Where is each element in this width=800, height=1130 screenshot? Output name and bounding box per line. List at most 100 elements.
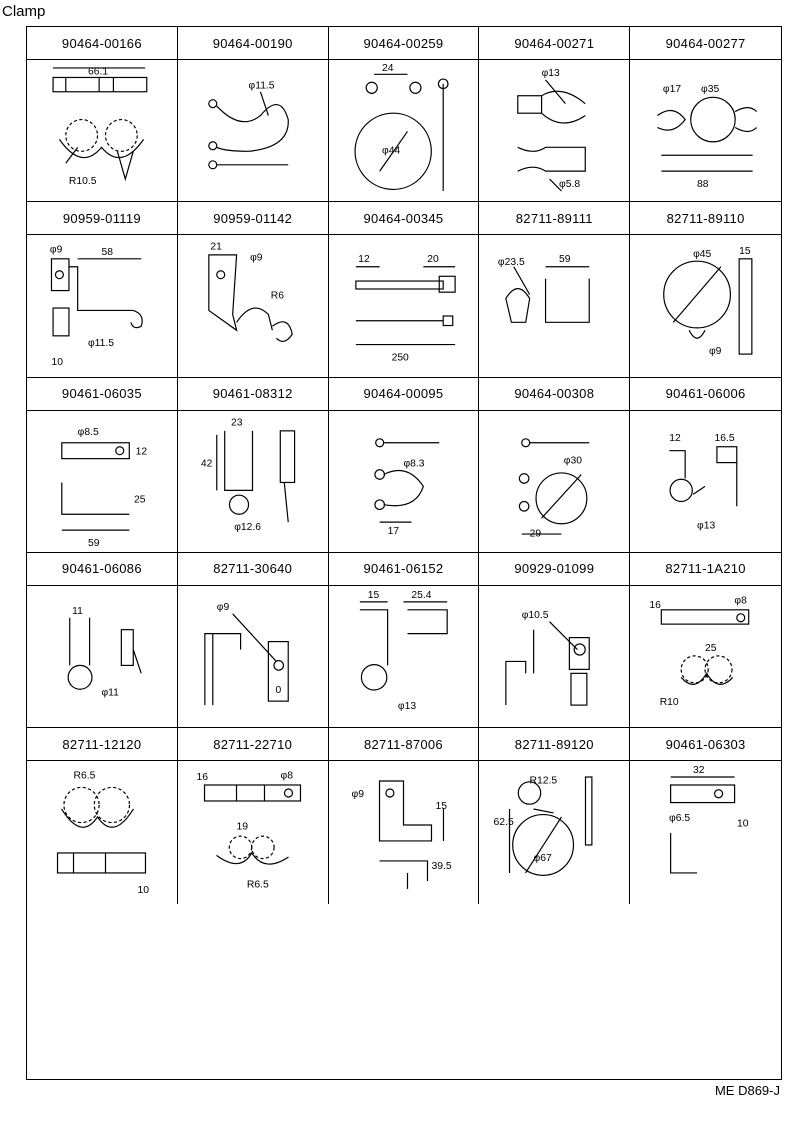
dim-label: R10 [660,697,679,708]
dim-label: φ8.3 [403,458,424,469]
part-number: 82711-22710 [177,728,328,762]
part-cell: 90464-00095 φ8.3 17 [328,377,480,553]
part-drawing: 23 42 φ12.6 [178,411,328,552]
dim-label: 15 [367,590,379,601]
dim-label: 25 [134,494,146,505]
dim-label: φ6.5 [669,813,690,824]
dim-label: φ67 [534,853,552,864]
dim-label: 10 [51,358,63,369]
part-drawing: φ9 58 φ11.5 10 [27,235,177,376]
part-drawing: 21 φ9 R6 [178,235,328,376]
part-number: 90461-06303 [630,728,781,762]
dim-label: 12 [358,254,370,265]
dim-label: 250 [391,353,408,364]
dim-label: φ11.5 [248,81,274,92]
dim-label: 39.5 [431,861,451,872]
dim-label: 58 [102,247,114,258]
part-number: 90464-00277 [630,27,781,60]
part-cell: 90461-06035 φ8.5 12 25 59 [27,377,178,553]
part-cell: 90461-06152 15 25.4 φ13 [328,552,480,729]
dim-label: φ45 [693,250,711,261]
part-number: 90464-00345 [328,202,479,236]
dim-label: 59 [559,254,571,265]
part-number: 90461-08312 [177,378,328,411]
part-drawing: φ9 15 39.5 [329,761,479,903]
part-drawing: 32 φ6.5 10 [630,761,781,903]
dim-label: φ13 [697,520,715,531]
part-drawing: φ8.3 17 [329,411,479,552]
dim-label: 10 [137,885,149,896]
dim-label: 19 [236,822,248,833]
part-number: 82711-87006 [328,728,479,762]
dim-label: 12 [669,433,681,444]
dim-label: 15 [435,801,447,812]
part-cell: 82711-30640 φ9 0 [177,552,329,729]
part-cell: 82711-12120 R6.5 10 [27,728,178,904]
dim-label: 66.1 [88,66,108,77]
part-drawing: R6.5 10 [27,761,177,903]
part-drawing: 12 16.5 φ13 [630,411,781,552]
dim-label: 59 [88,538,100,549]
dim-label: 15 [739,246,751,257]
part-number: 82711-89111 [479,202,630,236]
part-drawing: φ10.5 [479,586,629,727]
dim-label: 23 [231,417,243,428]
dim-label: φ8 [735,595,748,606]
dim-label: R10.5 [69,176,97,187]
dim-label: R6.5 [74,771,96,782]
part-cell: 82711-87006 φ9 15 39.5 [328,728,480,904]
part-cell: 90464-00259 24 φ44 [328,27,480,203]
dim-label: φ23.5 [498,257,525,268]
dim-label: φ11.5 [88,338,114,349]
dim-label: 11 [72,606,83,617]
page-title: Clamp [2,3,46,20]
part-cell: 82711-89120 R12.5 62.5 φ67 [479,728,631,904]
part-drawing: φ23.5 59 [479,235,629,376]
part-number: 90959-01119 [27,202,177,236]
part-number: 90464-00166 [27,27,177,60]
part-number: 90461-06035 [27,378,177,411]
part-drawing: φ11.5 [178,60,328,201]
dim-label: 12 [136,446,148,457]
parts-grid: 90464-00166 66.1 R10.5 90464-00190 [26,26,782,1080]
dim-label: 32 [693,765,705,776]
part-number: 90461-06086 [27,553,177,586]
part-number: 82711-89120 [479,728,630,762]
part-number: 90929-01099 [479,553,630,586]
part-cell: 90464-00166 66.1 R10.5 [27,27,178,203]
dim-label: 42 [201,458,213,469]
dim-label: φ12.6 [234,522,261,533]
part-cell: 90959-01119 φ9 58 φ11.5 10 [27,202,178,378]
dim-label: 16.5 [715,433,735,444]
part-drawing: 15 25.4 φ13 [329,586,479,727]
dim-label: φ13 [542,68,560,79]
part-number: 90464-00271 [479,27,630,60]
part-cell: 90461-08312 23 42 φ12.6 [177,377,329,553]
part-drawing: 11 φ11 [27,586,177,727]
part-number: 90461-06006 [630,378,781,411]
part-number: 90464-00095 [328,378,479,411]
dim-label: 25.4 [411,590,431,601]
part-cell: 90461-06006 12 16.5 φ13 [630,378,781,553]
part-number: 82711-30640 [177,553,328,586]
part-number: 82711-89110 [630,202,781,236]
dim-label: 29 [530,528,542,539]
part-drawing: 12 20 250 [329,235,479,376]
part-number: 90464-00190 [177,27,328,60]
part-drawing: φ45 15 φ9 [630,235,781,376]
part-drawing: 66.1 R10.5 [27,60,177,201]
drawing-code: ME D869-J [714,1083,780,1098]
part-cell: 90464-00308 φ30 29 [479,377,631,553]
dim-label: φ8 [280,771,293,782]
part-drawing: φ9 0 [178,586,328,727]
dim-label: φ11 [102,688,120,699]
part-number: 82711-12120 [27,728,177,762]
dim-label: R12.5 [530,776,558,787]
dim-label: φ8.5 [78,426,99,437]
part-drawing: φ17 φ35 88 [630,60,781,201]
dim-label: φ9 [250,253,263,264]
dim-label: 24 [382,63,394,74]
part-drawing: R12.5 62.5 φ67 [479,761,629,903]
dim-label: φ5.8 [559,179,580,190]
dim-label: 88 [697,179,709,190]
